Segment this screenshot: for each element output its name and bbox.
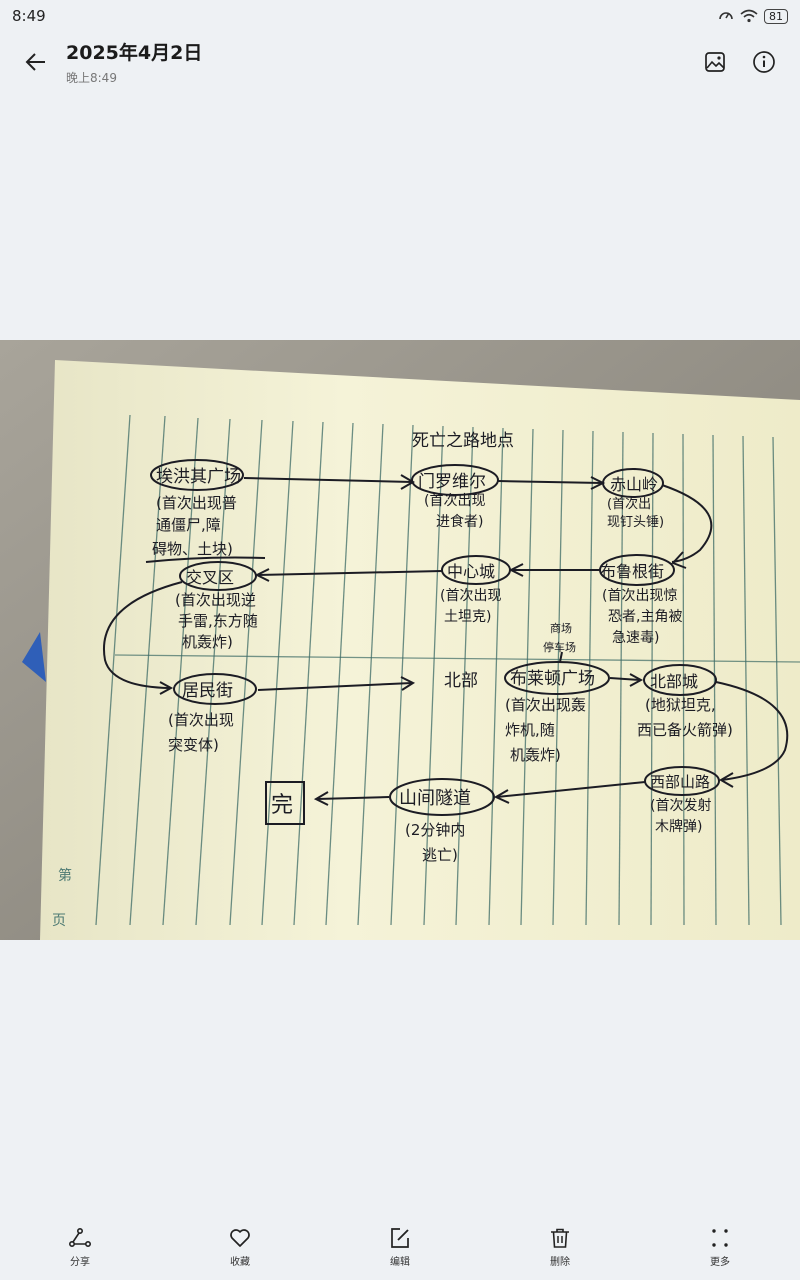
node-2-title: 门罗维尔 xyxy=(418,472,486,492)
page-label-1: 第 xyxy=(58,867,72,884)
heart-icon xyxy=(230,1229,250,1247)
node-11-desc-2: 逃亡) xyxy=(422,846,458,864)
info-icon xyxy=(753,51,775,73)
node-8-desc-3: 机轰炸) xyxy=(510,746,561,764)
photo-view[interactable]: 第 页 xyxy=(0,340,800,940)
image-icon xyxy=(705,52,725,72)
favorite-label: 收藏 xyxy=(230,1257,250,1268)
node-3-desc-1: (首次出 xyxy=(607,496,651,512)
node-6-desc-2: 手雷,东方随 xyxy=(178,612,258,630)
more-icon xyxy=(712,1229,728,1247)
battery-indicator: 81 xyxy=(764,8,788,24)
node-8-note-1: 商场 xyxy=(550,621,572,635)
page-label-2: 页 xyxy=(52,913,66,929)
node-5-desc-1: (首次出现 xyxy=(440,588,501,604)
node-11-desc-1: (2分钟内 xyxy=(405,821,465,839)
node-6-desc-3: 机轰炸) xyxy=(182,633,233,651)
node-1-desc-2: 通僵尸,障 xyxy=(156,516,221,534)
edit-button[interactable]: 编辑 xyxy=(360,1226,440,1268)
share-label: 分享 xyxy=(70,1257,90,1268)
node-9-desc-2: 西已备火箭弹) xyxy=(637,721,733,739)
bottom-toolbar: 分享 收藏 编辑 删除 更多 xyxy=(0,1226,800,1280)
page-subtitle: 晚上8:49 xyxy=(66,71,117,85)
status-time: 8:49 xyxy=(12,7,46,25)
node-10-desc-1: (首次发射 xyxy=(650,798,711,814)
node-8-desc-2: 炸机,随 xyxy=(505,721,555,739)
node-10-title: 西部山路 xyxy=(650,773,710,791)
node-2-desc-1: (首次出现 xyxy=(424,493,485,509)
edit-label: 编辑 xyxy=(390,1257,410,1268)
share-icon xyxy=(68,1227,91,1248)
node-6-desc-1: (首次出现逆 xyxy=(175,591,256,609)
trash-icon xyxy=(551,1228,569,1248)
node-1-desc-1: (首次出现普 xyxy=(156,494,237,512)
app-header: 2025年4月2日 晚上8:49 xyxy=(0,36,800,86)
status-bar: 8:49 81 xyxy=(0,0,800,32)
node-7-title: 居民街 xyxy=(182,681,233,701)
delete-label: 删除 xyxy=(550,1257,570,1268)
node-4-title: 布鲁根街 xyxy=(600,562,664,581)
data-saver-icon xyxy=(719,12,733,20)
node-5-desc-2: 土坦克) xyxy=(444,609,491,625)
favorite-button[interactable]: 收藏 xyxy=(200,1226,280,1268)
node-8-prefix: 北部 xyxy=(444,671,478,691)
node-1-desc-3: 碍物、土块) xyxy=(152,540,233,558)
details-button[interactable] xyxy=(746,44,782,80)
node-7-desc-1: (首次出现 xyxy=(168,711,234,729)
node-6-title: 交叉区 xyxy=(186,568,234,587)
node-2-desc-2: 进食者) xyxy=(436,513,483,530)
node-4-desc-2: 恐者,主角被 xyxy=(608,609,682,625)
node-3-desc-2: 现钉头锤) xyxy=(607,515,664,530)
page-title: 2025年4月2日 xyxy=(66,42,203,64)
end-label: 完 xyxy=(271,793,293,818)
node-1-title: 埃洪其广场 xyxy=(156,467,241,487)
node-10-desc-2: 木牌弹) xyxy=(655,818,702,835)
node-3-title: 赤山岭 xyxy=(610,475,658,494)
node-4-desc-3: 急速毒) xyxy=(612,630,659,646)
wifi-icon xyxy=(740,9,758,23)
image-info-button[interactable] xyxy=(697,44,733,80)
node-7-desc-2: 突变体) xyxy=(168,736,219,754)
edit-icon xyxy=(391,1228,409,1248)
node-9-title: 北部城 xyxy=(650,672,698,691)
note-photo: 第 页 xyxy=(0,340,800,940)
back-button[interactable] xyxy=(16,42,56,82)
node-8-desc-1: (首次出现轰 xyxy=(505,696,586,714)
node-4-desc-1: (首次出现惊 xyxy=(602,588,677,604)
note-heading: 死亡之路地点 xyxy=(412,431,514,451)
node-9-desc-1: (地狱坦克, xyxy=(645,696,716,714)
arrow-left-icon xyxy=(25,53,45,71)
more-button[interactable]: 更多 xyxy=(680,1226,760,1268)
node-8-note-2: 停车场 xyxy=(543,640,576,654)
node-11-title: 山间隧道 xyxy=(399,788,471,809)
more-label: 更多 xyxy=(710,1257,730,1268)
node-8-title: 布莱顿广场 xyxy=(510,669,595,689)
delete-button[interactable]: 删除 xyxy=(520,1226,600,1268)
node-5-title: 中心城 xyxy=(447,562,495,581)
share-button[interactable]: 分享 xyxy=(40,1226,120,1268)
